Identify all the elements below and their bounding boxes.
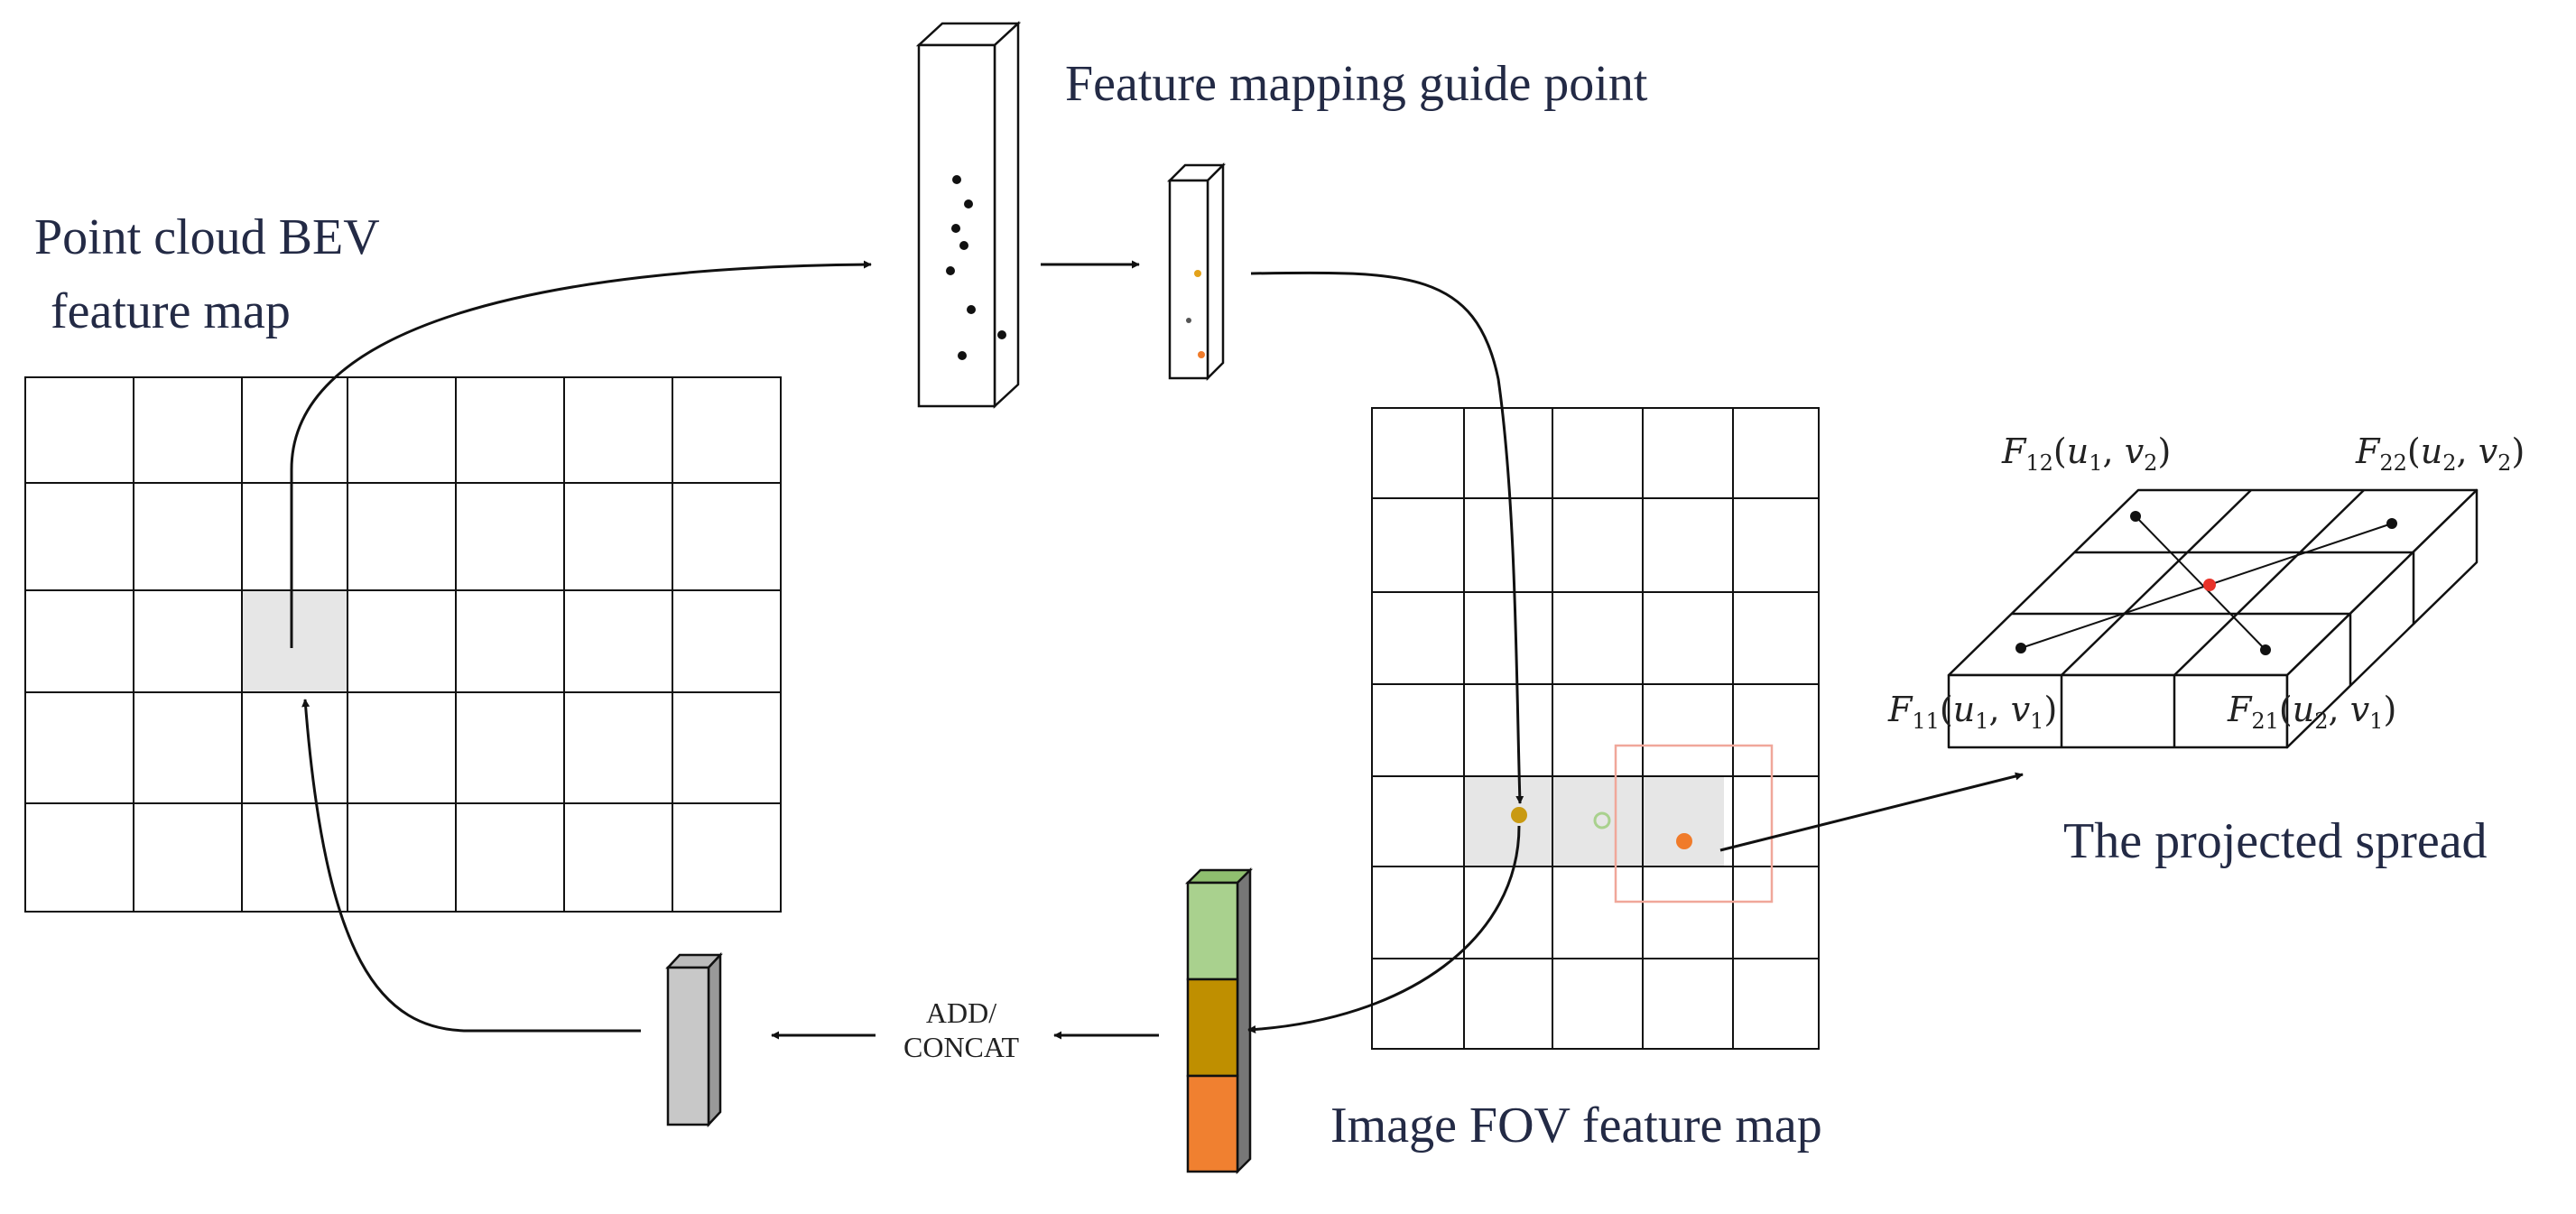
f12-name: F — [2002, 431, 2026, 471]
f21-vs: 1 — [2369, 709, 2384, 734]
f11-vs: 1 — [2030, 709, 2044, 734]
f22-v: v — [2478, 431, 2498, 471]
f11-v: v — [2010, 690, 2031, 729]
f11-sub: 11 — [1912, 709, 1940, 734]
fov-feature-map — [1371, 407, 1820, 1050]
f21-name: F — [2228, 690, 2252, 729]
f22-name: F — [2356, 431, 2380, 471]
orange-dot — [1676, 833, 1692, 849]
green-dot — [1593, 811, 1611, 829]
bev-label-line1: Point cloud BEV — [34, 209, 380, 265]
arrow-output-to-bev — [301, 699, 641, 1033]
bev-feature-map — [24, 376, 782, 913]
feature-column — [915, 21, 1022, 409]
guide-point-column — [1166, 162, 1227, 382]
concat-label: CONCAT — [903, 1031, 1019, 1063]
f22-label: F22(u2, v2) — [2356, 431, 2525, 476]
f12-us: 1 — [2089, 450, 2103, 476]
arrow-spread-to-grid — [1719, 772, 2024, 852]
interpolated-point — [2203, 579, 2216, 591]
f12-vs: 2 — [2144, 450, 2158, 476]
f21-u: u — [2292, 690, 2315, 729]
f12-v: v — [2124, 431, 2145, 471]
fov-label: Image FOV feature map — [1330, 1098, 1822, 1154]
flow-arrows — [290, 260, 2024, 1040]
spread-label: The projected spread — [2063, 813, 2488, 869]
bev-highlight-cell — [242, 590, 347, 692]
bev-label-line2: feature map — [51, 283, 291, 339]
f21-v: v — [2349, 690, 2370, 729]
f22-u: u — [2420, 431, 2443, 471]
f21-label: F21(u2, v1) — [2228, 690, 2397, 734]
f12-u: u — [2066, 431, 2090, 471]
f21-us: 2 — [2314, 709, 2329, 734]
add-label: ADD/ — [925, 996, 997, 1029]
guide-point-label: Feature mapping guide point — [1065, 56, 1648, 112]
f11-u: u — [1952, 690, 1976, 729]
projected-spread-grid — [1947, 488, 2479, 749]
spread-window — [1614, 744, 1774, 904]
add-concat-label: ADD/ CONCAT — [880, 996, 1042, 1064]
fused-feature-stack — [1184, 866, 1254, 1175]
f21-sub: 21 — [2251, 709, 2279, 734]
f11-us: 1 — [1975, 709, 1989, 734]
arrow-guide-to-fov — [1250, 271, 1524, 804]
f22-us: 2 — [2442, 450, 2457, 476]
arrow-bev-to-column — [290, 260, 872, 648]
column-points — [946, 175, 1006, 360]
f11-label: F11(u1, v1) — [1888, 690, 2058, 734]
arrow-fov-to-stack — [1247, 825, 1521, 1033]
gold-dot — [1511, 807, 1527, 823]
f12-sub: 12 — [2025, 450, 2053, 476]
f22-sub: 22 — [2379, 450, 2407, 476]
output-feature-column — [665, 951, 723, 1128]
f11-name: F — [1888, 690, 1913, 729]
f12-label: F12(u1, v2) — [2002, 431, 2172, 476]
f22-vs: 2 — [2497, 450, 2512, 476]
